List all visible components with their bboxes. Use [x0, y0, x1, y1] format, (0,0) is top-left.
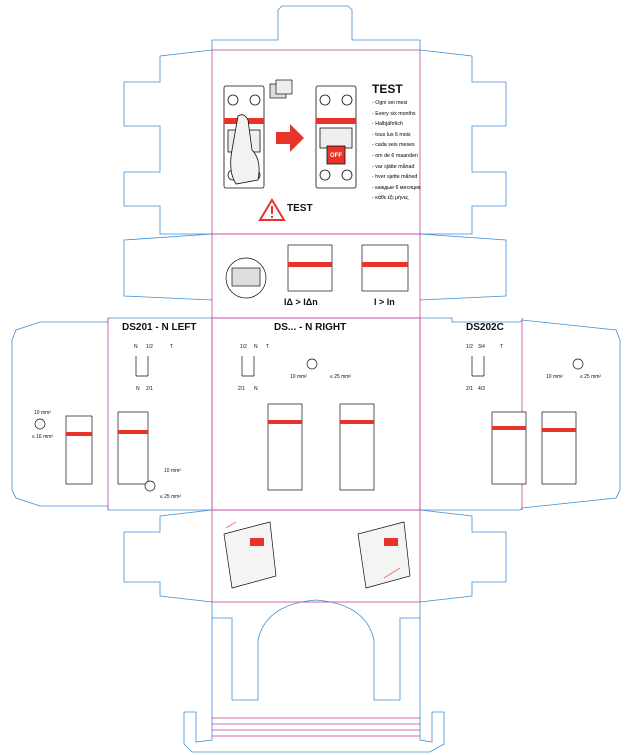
- left-label-t: T: [170, 344, 174, 350]
- left-label-n-bottom: N: [136, 386, 140, 392]
- warning-label: TEST: [287, 203, 313, 214]
- test-interval-item: - Halbjährlich: [372, 121, 403, 128]
- center-section-small: 10 mm²: [290, 374, 307, 380]
- test-interval-item: - κάθε έξι μήνες: [372, 195, 409, 202]
- center-panel-title: DS... - N RIGHT: [274, 322, 347, 333]
- right-label-three-four: 3/4: [478, 344, 485, 350]
- test-interval-item: - hver sjette måned: [372, 174, 418, 181]
- left-label-two-one: 2/1: [146, 386, 153, 392]
- warning-triangle-icon: [258, 198, 286, 221]
- left-label-half: 1/2: [146, 344, 153, 350]
- left-section-large: ≤ 25 mm²: [160, 494, 182, 500]
- test-interval-item: - var sjätte månad: [372, 163, 415, 170]
- fold-lines: [107, 49, 523, 737]
- test-interval-item: - Every six months: [372, 110, 416, 117]
- arrow-right-icon: [276, 124, 304, 152]
- center-label-n: N: [254, 344, 258, 350]
- right-label-four-three: 4/3: [478, 386, 485, 392]
- test-interval-list: - Ogni sei mesi - Every six months - Halbj…: [372, 98, 421, 204]
- right-panel-title: DS202C: [466, 322, 504, 333]
- test-panel: [223, 79, 357, 221]
- test-title: TEST: [372, 82, 403, 96]
- left-panel-title: DS201 - N LEFT: [122, 322, 197, 333]
- right-label-t: T: [500, 344, 504, 350]
- mounting-diagrams: [223, 521, 411, 589]
- far-right-section-small: 10 mm²: [546, 374, 563, 380]
- formula-panel: [225, 244, 409, 299]
- center-section-large: ≤ 25 mm²: [330, 374, 352, 380]
- center-label-n-bottom: N: [254, 386, 258, 392]
- breaker-diagrams: [34, 356, 584, 492]
- test-interval-item: - om de 6 maanden: [372, 152, 418, 159]
- far-left-section-small: 10 mm²: [34, 410, 51, 416]
- far-right-section-large: ≤ 25 mm²: [580, 374, 602, 380]
- test-interval-item: - cada seis meses: [372, 142, 415, 149]
- left-label-n: N: [134, 344, 138, 350]
- off-label: OFF: [330, 153, 342, 159]
- formula-overcurrent: I > In: [374, 297, 395, 307]
- center-label-t: T: [266, 344, 270, 350]
- test-interval-item: - tous lus 6 mois: [372, 131, 411, 138]
- breaker-off: [315, 85, 357, 189]
- center-label-half: 1/2: [240, 344, 247, 350]
- far-left-section-large: ≤ 16 mm²: [32, 434, 54, 440]
- test-interval-item: - Ogni sei mesi: [372, 100, 408, 106]
- right-label-two-one: 2/1: [466, 386, 473, 392]
- calendar-icon: [269, 79, 293, 99]
- formula-residual: IΔ > IΔn: [284, 297, 318, 307]
- test-interval-item: - каждые 6 месяцев: [372, 184, 421, 191]
- center-label-two-one: 2/1: [238, 386, 245, 392]
- left-section-small: 10 mm²: [164, 468, 181, 474]
- breaker-with-hand: [223, 85, 265, 189]
- right-label-half: 1/2: [466, 344, 473, 350]
